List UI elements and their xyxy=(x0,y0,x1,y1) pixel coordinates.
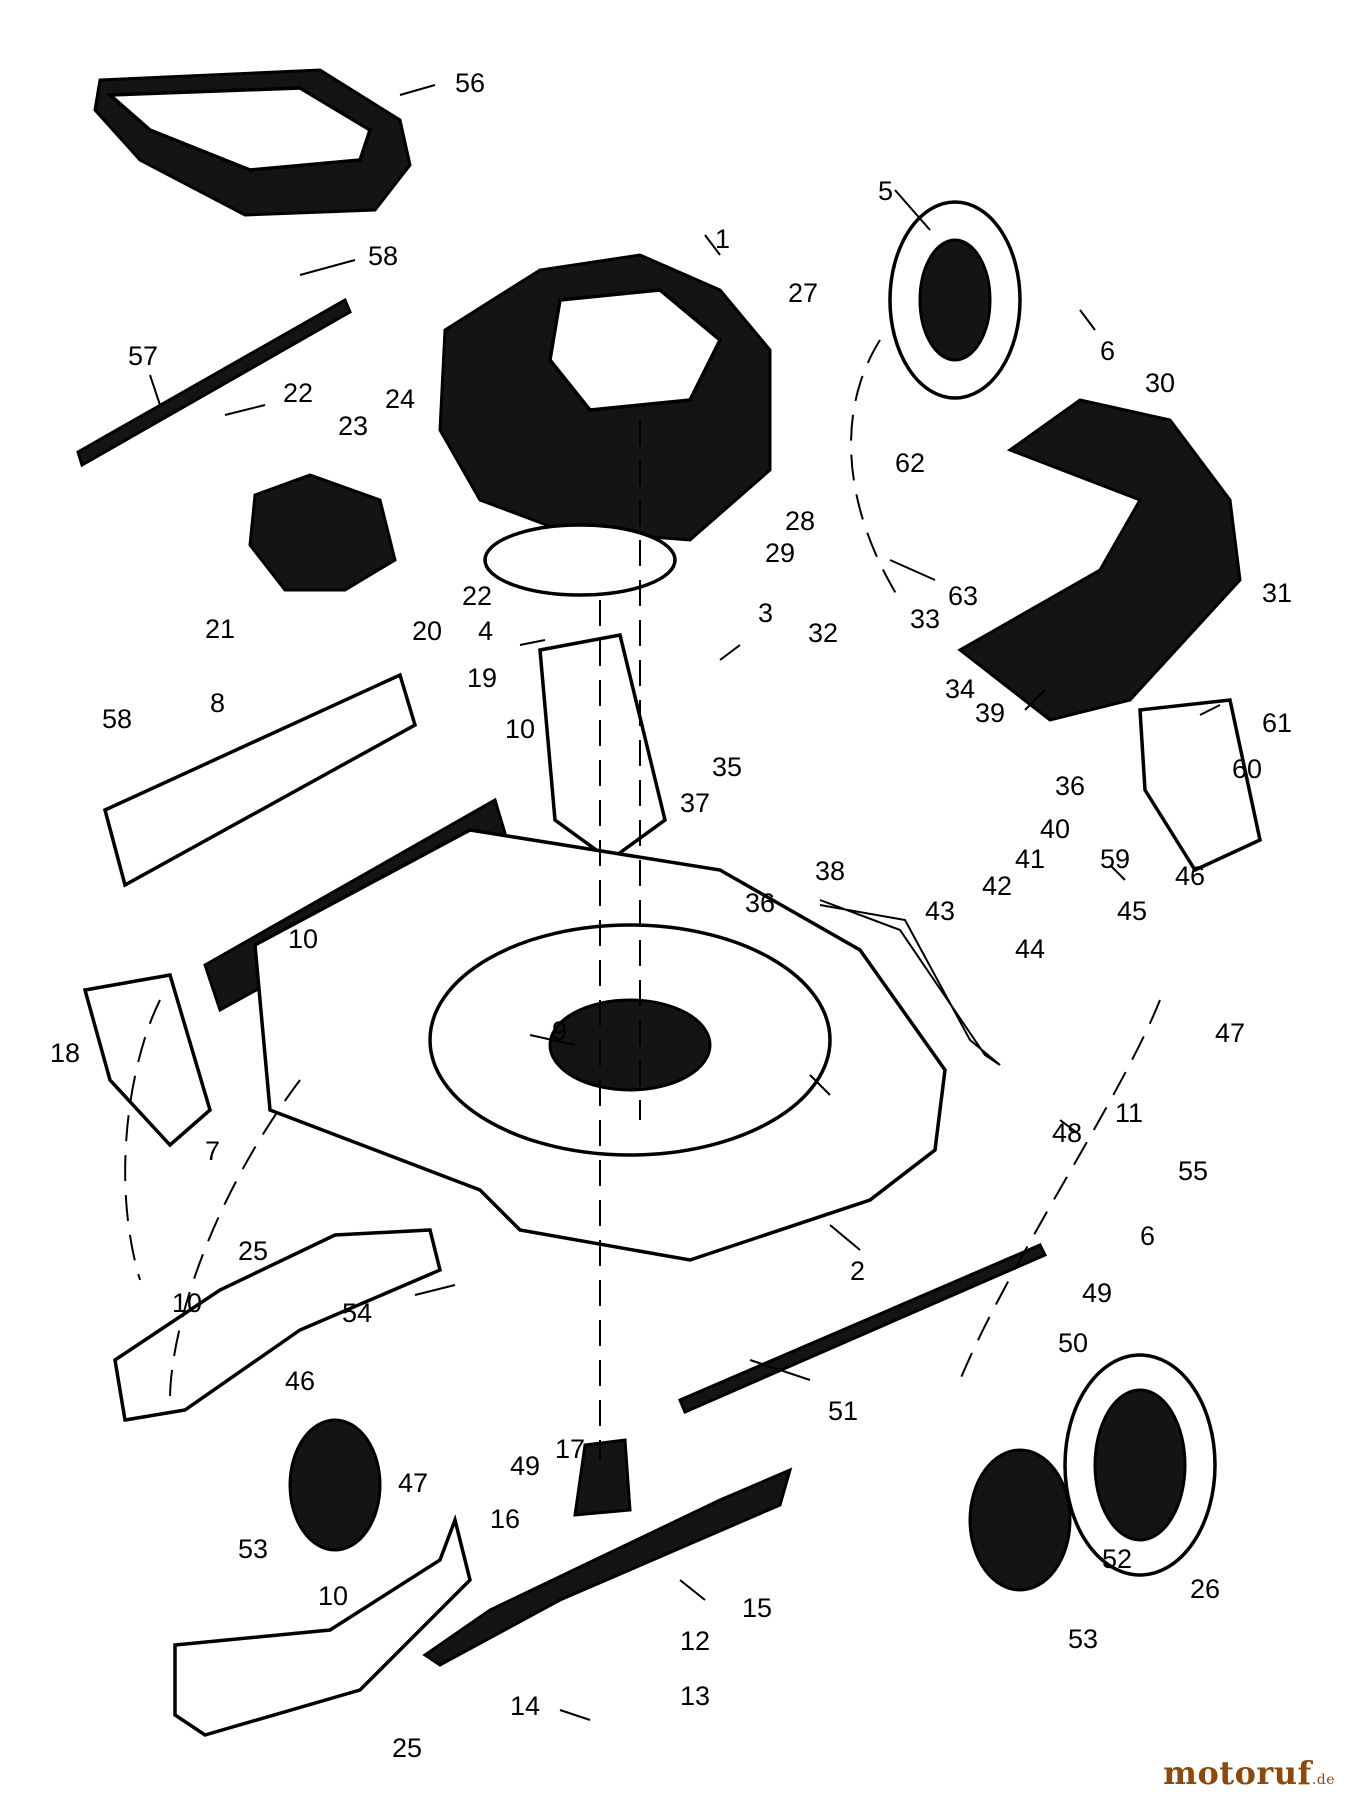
callout-12: 12 xyxy=(680,1626,710,1656)
callout-61: 61 xyxy=(1262,708,1292,738)
callout-57: 57 xyxy=(128,341,158,371)
callout-22b: 22 xyxy=(462,581,492,611)
callout-39: 39 xyxy=(975,698,1005,728)
callout-25b: 25 xyxy=(392,1733,422,1763)
part-blade[interactable] xyxy=(422,1467,793,1667)
part-belt[interactable] xyxy=(819,899,1001,1066)
callout-56: 56 xyxy=(455,68,485,98)
callout-15: 15 xyxy=(742,1593,772,1623)
callout-58b: 58 xyxy=(102,704,132,734)
callout-16: 16 xyxy=(490,1504,520,1534)
callout-49: 49 xyxy=(1082,1278,1112,1308)
callout-62: 62 xyxy=(895,448,925,478)
callout-59: 59 xyxy=(1100,844,1130,874)
callout-18: 18 xyxy=(50,1038,80,1068)
watermark-brand: motoruf xyxy=(1163,1754,1312,1792)
callout-6b: 6 xyxy=(1140,1221,1155,1251)
callout-33: 33 xyxy=(910,604,940,634)
callout-32: 32 xyxy=(808,618,838,648)
callout-36: 36 xyxy=(1055,771,1085,801)
part-axle[interactable] xyxy=(678,1243,1048,1414)
callout-10c: 10 xyxy=(172,1288,202,1318)
callout-14: 14 xyxy=(510,1691,540,1721)
callout-47b: 47 xyxy=(398,1468,428,1498)
part-discharge-cover[interactable] xyxy=(248,473,397,592)
callout-48: 48 xyxy=(1052,1118,1082,1148)
callout-labels: 56 58 57 22 23 24 21 22 1 27 28 29 5 6 3… xyxy=(50,68,1292,1763)
callout-46b: 46 xyxy=(285,1366,315,1396)
part-front-baffle[interactable] xyxy=(102,672,418,888)
watermark-tld: .de xyxy=(1311,1772,1335,1788)
callout-53b: 53 xyxy=(1068,1624,1098,1654)
callout-10: 10 xyxy=(505,714,535,744)
callout-50: 50 xyxy=(1058,1328,1088,1358)
callout-28: 28 xyxy=(785,506,815,536)
callout-40: 40 xyxy=(1040,814,1070,844)
part-hinge-plate[interactable] xyxy=(1138,698,1263,873)
callout-45: 45 xyxy=(1117,896,1147,926)
callout-2: 2 xyxy=(850,1256,865,1286)
callout-1: 1 xyxy=(715,224,730,254)
callout-38: 38 xyxy=(815,856,845,886)
callout-30: 30 xyxy=(1145,368,1175,398)
callout-58: 58 xyxy=(368,241,398,271)
callout-3: 3 xyxy=(758,598,773,628)
callout-60: 60 xyxy=(1232,754,1262,784)
callout-25: 25 xyxy=(238,1236,268,1266)
callout-54: 54 xyxy=(342,1298,372,1328)
callout-7: 7 xyxy=(205,1136,220,1166)
callout-23: 23 xyxy=(338,411,368,441)
watermark: motoruf.de xyxy=(1163,1754,1335,1792)
part-hubcap-right[interactable] xyxy=(968,1448,1072,1592)
callout-24: 24 xyxy=(385,384,415,414)
callout-4: 4 xyxy=(478,616,493,646)
part-rear-baffle[interactable] xyxy=(957,398,1242,722)
callout-26: 26 xyxy=(1190,1574,1220,1604)
callout-31: 31 xyxy=(1262,578,1292,608)
callout-63: 63 xyxy=(948,581,978,611)
part-side-skirt-upper[interactable] xyxy=(113,1228,443,1423)
leader-lines xyxy=(149,84,1221,1721)
callout-20: 20 xyxy=(412,616,442,646)
callout-52: 52 xyxy=(1102,1544,1132,1574)
part-rod[interactable] xyxy=(76,297,352,468)
callout-46: 46 xyxy=(1175,861,1205,891)
callout-37: 37 xyxy=(680,788,710,818)
part-height-plate-left[interactable] xyxy=(82,973,212,1148)
callout-44: 44 xyxy=(1015,934,1045,964)
part-hubcap-left[interactable] xyxy=(288,1418,382,1552)
callout-53: 53 xyxy=(238,1534,268,1564)
callout-8: 8 xyxy=(210,688,225,718)
callout-49b: 49 xyxy=(510,1451,540,1481)
callout-9: 9 xyxy=(552,1016,567,1046)
callout-47: 47 xyxy=(1215,1018,1245,1048)
callout-34: 34 xyxy=(945,674,975,704)
callout-6: 6 xyxy=(1100,336,1115,366)
callout-42: 42 xyxy=(982,871,1012,901)
part-height-plate-right[interactable] xyxy=(538,632,667,863)
callout-55: 55 xyxy=(1178,1156,1208,1186)
callout-19: 19 xyxy=(467,663,497,693)
callout-13: 13 xyxy=(680,1681,710,1711)
callout-10d: 10 xyxy=(318,1581,348,1611)
callout-22: 22 xyxy=(283,378,313,408)
callout-36b: 36 xyxy=(745,888,775,918)
callout-5: 5 xyxy=(878,176,893,206)
callout-51: 51 xyxy=(828,1396,858,1426)
callout-29: 29 xyxy=(765,538,795,568)
callout-27: 27 xyxy=(788,278,818,308)
part-side-skirt-lower[interactable] xyxy=(173,1514,472,1737)
callout-35: 35 xyxy=(712,752,742,782)
callout-41: 41 xyxy=(1015,844,1045,874)
part-blade-adapter[interactable] xyxy=(573,1438,632,1517)
callout-43: 43 xyxy=(925,896,955,926)
callout-17: 17 xyxy=(555,1434,585,1464)
callout-21: 21 xyxy=(205,614,235,644)
callout-10b: 10 xyxy=(288,924,318,954)
callout-11: 11 xyxy=(1115,1098,1143,1128)
